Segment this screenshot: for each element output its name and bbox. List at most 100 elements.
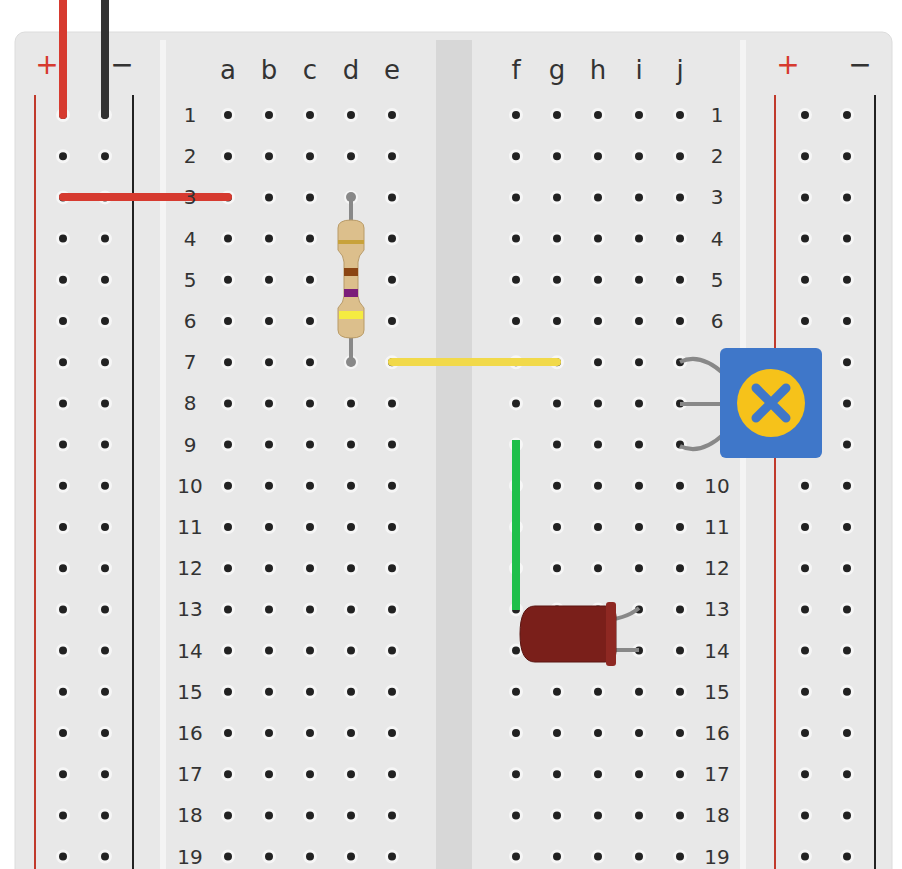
breadboard-hole [634, 151, 645, 162]
rail-line-plus [34, 95, 36, 869]
breadboard-hole [593, 398, 604, 409]
breadboard-hole [264, 769, 275, 780]
row-number: 17 [704, 764, 729, 784]
breadboard-hole [842, 810, 853, 821]
breadboard-hole [593, 851, 604, 862]
breadboard-hole [634, 233, 645, 244]
breadboard-hole [223, 233, 234, 244]
breadboard-hole [634, 563, 645, 574]
row-number: 13 [177, 599, 202, 619]
breadboard-hole [675, 274, 686, 285]
breadboard-hole [346, 686, 357, 697]
row-number: 6 [184, 311, 197, 331]
breadboard-hole [552, 686, 563, 697]
breadboard-hole [264, 274, 275, 285]
breadboard-hole [305, 645, 316, 656]
breadboard-hole [800, 316, 811, 327]
breadboard-hole [346, 480, 357, 491]
breadboard-hole [346, 769, 357, 780]
breadboard-hole [634, 398, 645, 409]
breadboard-hole [675, 728, 686, 739]
breadboard-hole [634, 439, 645, 450]
breadboard-hole [842, 233, 853, 244]
breadboard-hole [634, 274, 645, 285]
breadboard-hole [593, 110, 604, 121]
breadboard-hole [511, 728, 522, 739]
breadboard-hole [511, 769, 522, 780]
breadboard-hole [511, 274, 522, 285]
breadboard-hole [264, 851, 275, 862]
column-label: f [511, 57, 520, 83]
breadboard-hole [387, 316, 398, 327]
breadboard-hole [511, 233, 522, 244]
breadboard-hole [346, 192, 357, 203]
breadboard-hole [387, 439, 398, 450]
breadboard-hole [305, 357, 316, 368]
breadboard-hole [634, 316, 645, 327]
breadboard-hole [842, 563, 853, 574]
breadboard-hole [800, 480, 811, 491]
column-label: d [343, 57, 360, 83]
row-number: 3 [711, 187, 724, 207]
breadboard-hole [552, 522, 563, 533]
breadboard-hole [264, 686, 275, 697]
breadboard-hole [305, 769, 316, 780]
breadboard-hole [511, 316, 522, 327]
breadboard-hole [223, 851, 234, 862]
row-number: 4 [711, 229, 724, 249]
breadboard-hole [800, 686, 811, 697]
breadboard-hole [346, 151, 357, 162]
breadboard-hole [800, 769, 811, 780]
column-label: c [303, 57, 317, 83]
breadboard-hole [58, 151, 69, 162]
breadboard-hole [305, 274, 316, 285]
breadboard-hole [511, 645, 522, 656]
row-number: 1 [184, 105, 197, 125]
breadboard-hole [675, 645, 686, 656]
breadboard-hole [305, 151, 316, 162]
breadboard-hole [634, 357, 645, 368]
rail-divider [160, 40, 166, 869]
breadboard-hole [800, 151, 811, 162]
breadboard-hole [842, 192, 853, 203]
breadboard-hole [305, 233, 316, 244]
breadboard-hole [675, 192, 686, 203]
breadboard-hole [58, 851, 69, 862]
breadboard-hole [387, 233, 398, 244]
breadboard-hole [387, 810, 398, 821]
breadboard-hole [387, 110, 398, 121]
breadboard-hole [305, 686, 316, 697]
breadboard-hole [264, 604, 275, 615]
breadboard-hole [634, 686, 645, 697]
breadboard-hole [346, 563, 357, 574]
breadboard-hole [387, 604, 398, 615]
breadboard-hole [305, 398, 316, 409]
breadboard-hole [100, 851, 111, 862]
column-label: + [35, 51, 58, 79]
breadboard-hole [387, 769, 398, 780]
breadboard-hole [593, 274, 604, 285]
breadboard-hole [305, 110, 316, 121]
breadboard-hole [223, 645, 234, 656]
row-number: 9 [184, 435, 197, 455]
breadboard-hole [552, 728, 563, 739]
breadboard-hole [58, 563, 69, 574]
row-number: 12 [704, 558, 729, 578]
row-number: 18 [177, 805, 202, 825]
breadboard-hole [387, 728, 398, 739]
breadboard-hole [346, 645, 357, 656]
breadboard-hole [511, 192, 522, 203]
row-number: 10 [177, 476, 202, 496]
breadboard-hole [675, 810, 686, 821]
breadboard-hole [305, 563, 316, 574]
breadboard-hole [387, 274, 398, 285]
breadboard-hole [675, 522, 686, 533]
breadboard-hole [511, 686, 522, 697]
breadboard-hole [593, 439, 604, 450]
breadboard-hole [100, 563, 111, 574]
column-label: j [676, 57, 683, 83]
breadboard-hole [634, 728, 645, 739]
breadboard-hole [100, 645, 111, 656]
breadboard-hole [305, 728, 316, 739]
